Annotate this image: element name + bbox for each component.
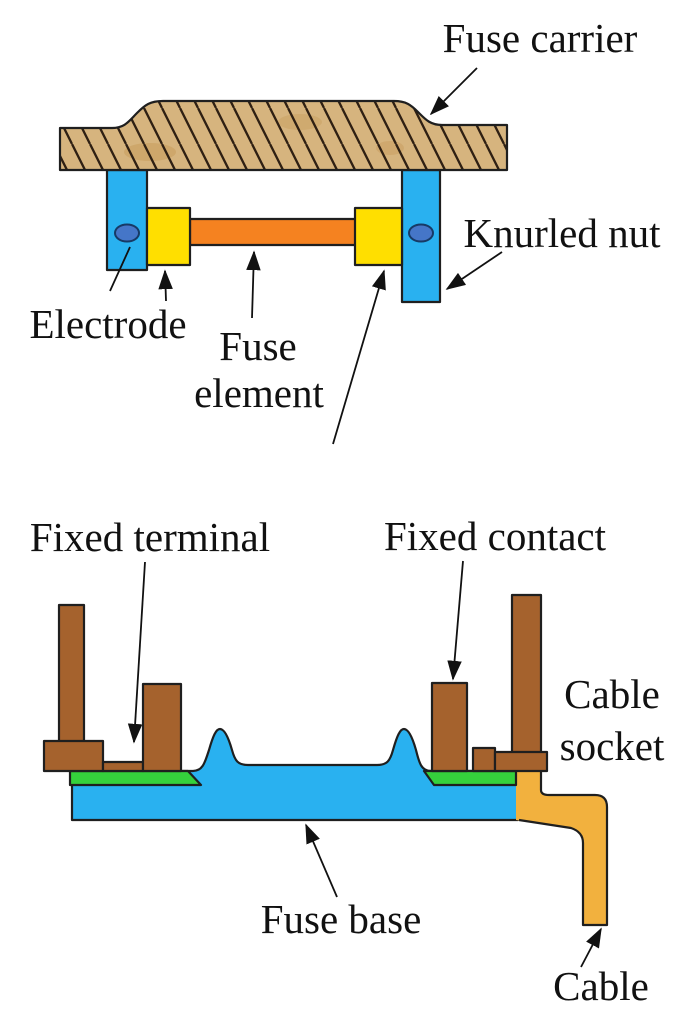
- electrode-label: Electrode: [29, 301, 186, 347]
- fuse-element-label-line1: Fuse: [219, 323, 296, 369]
- fuse-element-label-line2: element: [194, 370, 324, 416]
- green-strip-left: [68, 769, 203, 787]
- fuse-element-arrow: [246, 250, 261, 319]
- fuse-base-label: Fuse base: [261, 896, 422, 942]
- fuse-base-arrow: [305, 823, 338, 898]
- terminal-foot-right: [493, 750, 549, 773]
- stud-ellipse-right: [408, 223, 434, 243]
- knurled-nut-label: Knurled nut: [464, 210, 662, 256]
- fixed-contact-label: Fixed contact: [384, 513, 607, 559]
- fuse-base-shape: [70, 727, 520, 822]
- fuse-base-assembly: Fixed terminal Fixed contact Cable socke…: [30, 513, 665, 1009]
- fixed-terminal-label: Fixed terminal: [30, 514, 270, 560]
- fixed-contact-left-shape: [141, 682, 183, 773]
- electrode-left-shape: [145, 206, 192, 267]
- fuse-carrier-shape: [58, 99, 509, 172]
- electrode-right-shape: [353, 206, 404, 267]
- fuse-carrier-hatch: [58, 99, 509, 172]
- fuse-carrier-label: Fuse carrier: [443, 15, 638, 61]
- cable-socket-outline: [518, 771, 609, 927]
- terminal-post-right: [510, 593, 543, 755]
- fixed-contact-arrow: [447, 560, 464, 681]
- terminal-foot-left: [42, 739, 105, 773]
- cable-label: Cable: [553, 963, 649, 1009]
- terminal-step-right: [471, 746, 497, 773]
- fuse-element-shape: [188, 217, 358, 247]
- electrode-arrow: [158, 269, 173, 302]
- electrode-leader-line: [109, 246, 131, 292]
- knurled-nut-arrow: [445, 251, 503, 290]
- fixed-terminal-shape: [101, 760, 145, 773]
- electrode-right-long-arrow: [332, 269, 386, 445]
- fixed-terminal-arrow: [127, 561, 146, 744]
- cable-socket-shape: [516, 771, 607, 925]
- cable-socket-label-line2: socket: [560, 723, 665, 769]
- fixed-contact-right-shape: [430, 681, 469, 773]
- fuse-carrier-arrow: [429, 67, 478, 116]
- cable-arrow: [580, 927, 602, 968]
- green-strip-right: [422, 769, 518, 787]
- stud-ellipse-left: [114, 223, 140, 243]
- cable-socket-label-line1: Cable: [564, 671, 660, 717]
- fuse-carrier-assembly: Fuse carrier Knurled nut Electrode Fuse …: [29, 15, 662, 445]
- terminal-post-left: [57, 603, 86, 747]
